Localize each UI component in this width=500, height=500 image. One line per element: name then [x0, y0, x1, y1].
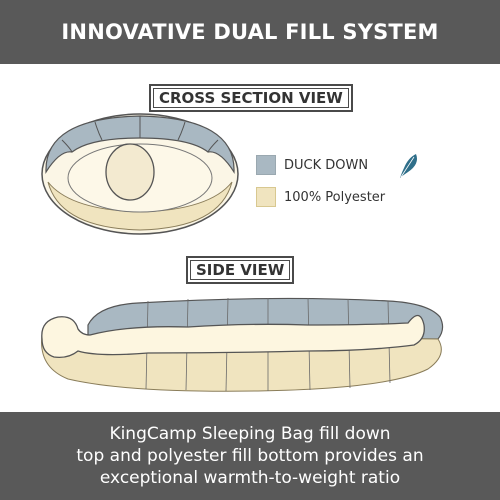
body-cross-section — [105, 143, 155, 201]
side-view-diagram — [41, 297, 444, 392]
person-outline — [41, 314, 425, 359]
cross-section-label: CROSS SECTION VIEW — [149, 84, 353, 112]
polyester-swatch — [256, 187, 276, 207]
caption-banner: KingCamp Sleeping Bag fill down top and … — [0, 412, 500, 500]
legend-item-polyester: 100% Polyester — [256, 187, 385, 207]
legend-label: 100% Polyester — [284, 189, 386, 205]
polyester-layer — [47, 181, 233, 231]
side-view-label: SIDE VIEW — [186, 256, 295, 284]
legend-item-down: DUCK DOWN — [256, 155, 385, 175]
down-layer — [45, 115, 235, 174]
caption-line: top and polyester fill bottom provides a… — [76, 446, 424, 466]
caption-line: KingCamp Sleeping Bag fill down — [109, 424, 391, 444]
caption-line: exceptional warmth-to-weight ratio — [99, 468, 401, 488]
down-swatch — [256, 155, 276, 175]
legend-label: DUCK DOWN — [284, 157, 369, 173]
cross-section-diagram — [41, 113, 239, 235]
legend: DUCK DOWN 100% Polyester — [256, 155, 385, 219]
page-title: INNOVATIVE DUAL FILL SYSTEM — [61, 20, 439, 44]
header-banner: INNOVATIVE DUAL FILL SYSTEM — [0, 0, 500, 64]
baffle-lines — [61, 116, 219, 153]
feather-icon — [400, 154, 417, 178]
